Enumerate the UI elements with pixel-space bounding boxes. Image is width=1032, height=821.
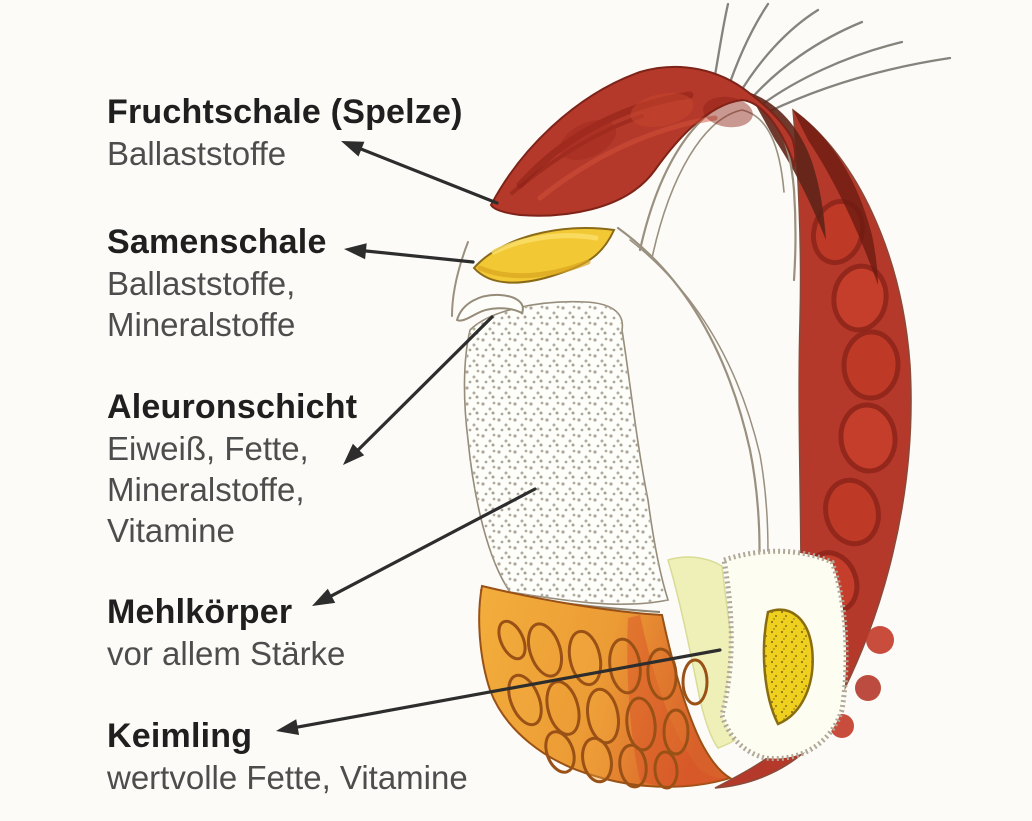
label-term: Samenschale — [107, 223, 327, 261]
label-desc-line: vor allem Stärke — [107, 635, 346, 672]
label-desc-line: Eiweiß, Fette, — [107, 430, 309, 467]
label-desc-line: Ballaststoffe, — [107, 265, 296, 302]
label-samenschale: Samenschale Ballaststoffe, Mineralstoffe — [107, 222, 327, 345]
arrow-samenschale — [344, 243, 475, 264]
label-mehlkoerper: Mehlkörper vor allem Stärke — [107, 592, 345, 674]
arrow-mehlkoerper — [312, 487, 537, 606]
label-desc-line: Vitamine — [107, 512, 235, 549]
label-desc-line: wertvolle Fette, Vitamine — [107, 759, 468, 796]
label-term: Keimling — [107, 717, 253, 755]
arrow-keimling — [276, 648, 722, 735]
husk-crease — [748, 92, 826, 240]
embryo-leaf — [762, 608, 814, 726]
label-keimling: Keimling wertvolle Fette, Vitamine — [107, 716, 468, 798]
label-term: Fruchtschale (Spelze) — [107, 93, 463, 131]
seed-coat-layer — [472, 226, 616, 284]
label-term: Aleuronschicht — [107, 388, 358, 426]
endosperm-body — [463, 300, 670, 605]
label-aleuronschicht: Aleuronschicht Eiweiß, Fette, Mineralsto… — [107, 387, 357, 551]
label-desc-line: Ballaststoffe — [107, 135, 287, 172]
arrow-aleuronschicht — [343, 315, 494, 465]
fruit-coat-top — [489, 65, 797, 217]
label-term: Mehlkörper — [107, 593, 293, 631]
fruit-coat-right — [714, 108, 912, 789]
label-desc-line: Mineralstoffe, — [107, 471, 305, 508]
aleurone-flap — [455, 293, 524, 322]
pointer-arrows — [276, 141, 722, 735]
arrow-fruchtschale — [341, 141, 499, 205]
label-fruchtschale: Fruchtschale (Spelze) Ballaststoffe — [107, 92, 463, 174]
label-desc-line: Mineralstoffe — [107, 306, 296, 343]
